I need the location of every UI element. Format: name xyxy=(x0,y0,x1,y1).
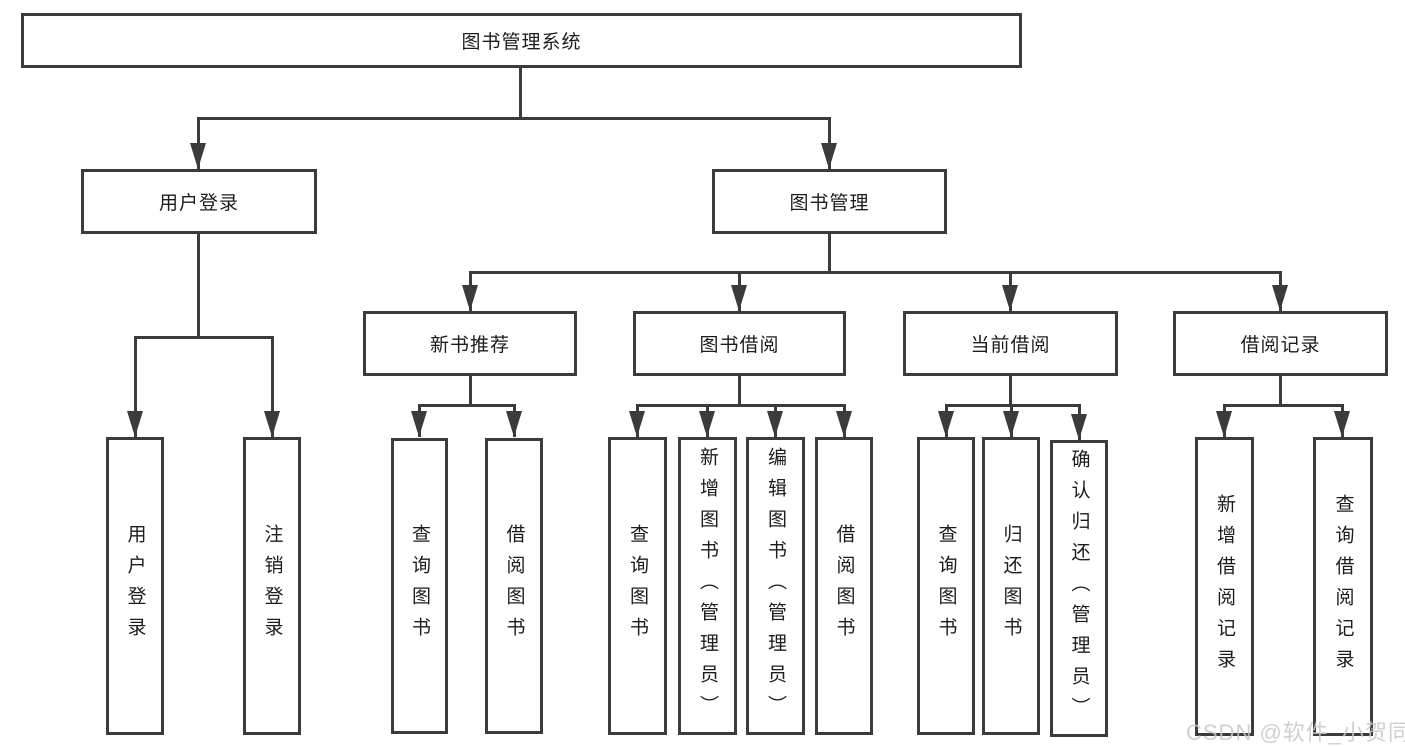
edge-new-book-trunk xyxy=(469,376,472,406)
leaf-label: 借阅图书 xyxy=(833,524,855,648)
csdn-watermark: CSDN @软件_小贺同学 xyxy=(1186,720,1405,745)
edge-user-login-trunk xyxy=(197,234,200,337)
arrowhead xyxy=(1071,414,1087,440)
leaf-label: 查询图书 xyxy=(627,524,648,648)
node-book-management: 图书管理 xyxy=(712,169,947,234)
edge-current-borrow-trunk xyxy=(1009,376,1012,406)
leaf-return-books: 归还图书 xyxy=(982,437,1040,735)
arrowhead xyxy=(767,411,783,437)
leaf-label: 归还图书 xyxy=(1000,524,1022,648)
leaf-label: 借阅图书 xyxy=(503,524,525,648)
arrowhead xyxy=(462,285,478,311)
leaf-borrow-books-recommend: 借阅图书 xyxy=(485,438,543,734)
node-new-book-recommend: 新书推荐 xyxy=(363,311,577,376)
edge-level2-bus xyxy=(197,117,831,120)
leaf-logout-label: 注销登录 xyxy=(261,524,283,648)
leaf-logout: 注销登录 xyxy=(243,437,301,735)
edge-book-mgmt-trunk xyxy=(828,234,831,272)
arrowhead xyxy=(731,285,747,311)
edge-book-borrow-bus xyxy=(636,404,845,407)
node-root-label: 图书管理系统 xyxy=(461,32,582,53)
arrowhead xyxy=(190,143,206,169)
edge-to-leaf xyxy=(134,336,137,437)
edge-borrow-record-bus xyxy=(1223,404,1344,407)
leaf-label: 查询借阅记录 xyxy=(1332,493,1354,680)
leaf-confirm-return-admin: 确认归还（管理员） xyxy=(1050,440,1108,737)
node-book-borrowing: 图书借阅 xyxy=(633,311,846,376)
node-book-management-label: 图书管理 xyxy=(789,193,870,214)
edge-book-borrow-trunk xyxy=(738,376,741,406)
leaf-user-login-label: 用户登录 xyxy=(124,524,146,648)
node-borrowing-records-label: 借阅记录 xyxy=(1240,335,1321,356)
leaf-label: 新增借阅记录 xyxy=(1214,493,1235,680)
arrowhead xyxy=(127,411,143,437)
arrowhead xyxy=(629,411,645,437)
edge-to-leaf xyxy=(271,336,274,437)
node-current-borrowing-label: 当前借阅 xyxy=(970,335,1051,356)
edge-borrow-record-trunk xyxy=(1279,376,1282,406)
node-user-login-label: 用户登录 xyxy=(158,193,239,214)
arrowhead xyxy=(411,411,427,437)
arrowhead xyxy=(699,411,715,437)
leaf-label: 查询图书 xyxy=(935,524,957,648)
leaf-label: 编辑图书（管理员） xyxy=(765,446,786,726)
arrowhead xyxy=(1272,285,1288,311)
arrowhead xyxy=(821,143,837,169)
arrowhead xyxy=(1002,285,1018,311)
leaf-query-books-recommend: 查询图书 xyxy=(391,438,448,734)
leaf-edit-books-admin: 编辑图书（管理员） xyxy=(746,437,805,735)
edge-level3-bus xyxy=(469,271,1282,274)
leaf-query-borrow-record: 查询借阅记录 xyxy=(1313,437,1373,736)
node-user-login: 用户登录 xyxy=(81,169,317,234)
leaf-label: 确认归还（管理员） xyxy=(1068,449,1090,728)
node-root: 图书管理系统 xyxy=(21,13,1022,68)
edge-new-book-bus xyxy=(418,404,516,407)
edge-root-trunk xyxy=(519,68,522,118)
leaf-add-books-admin: 新增图书（管理员） xyxy=(678,437,737,735)
leaf-label: 查询图书 xyxy=(409,524,430,648)
leaf-user-login: 用户登录 xyxy=(106,437,164,735)
arrowhead xyxy=(836,411,852,437)
arrowhead xyxy=(938,411,954,437)
leaf-add-borrow-record: 新增借阅记录 xyxy=(1195,437,1254,736)
arrowhead xyxy=(1334,411,1350,437)
leaf-borrow-books: 借阅图书 xyxy=(815,437,873,735)
node-book-borrowing-label: 图书借阅 xyxy=(699,335,780,356)
leaf-query-books-borrow: 查询图书 xyxy=(608,437,667,735)
node-borrowing-records: 借阅记录 xyxy=(1173,311,1388,376)
node-current-borrowing: 当前借阅 xyxy=(903,311,1118,376)
node-new-book-recommend-label: 新书推荐 xyxy=(429,335,510,356)
arrowhead xyxy=(1003,411,1019,437)
arrowhead xyxy=(264,411,280,437)
leaf-query-books-current: 查询图书 xyxy=(917,437,975,735)
leaf-label: 新增图书（管理员） xyxy=(697,446,718,726)
arrowhead xyxy=(506,411,522,437)
arrowhead xyxy=(1216,411,1232,437)
edge-user-login-bus xyxy=(134,336,274,339)
